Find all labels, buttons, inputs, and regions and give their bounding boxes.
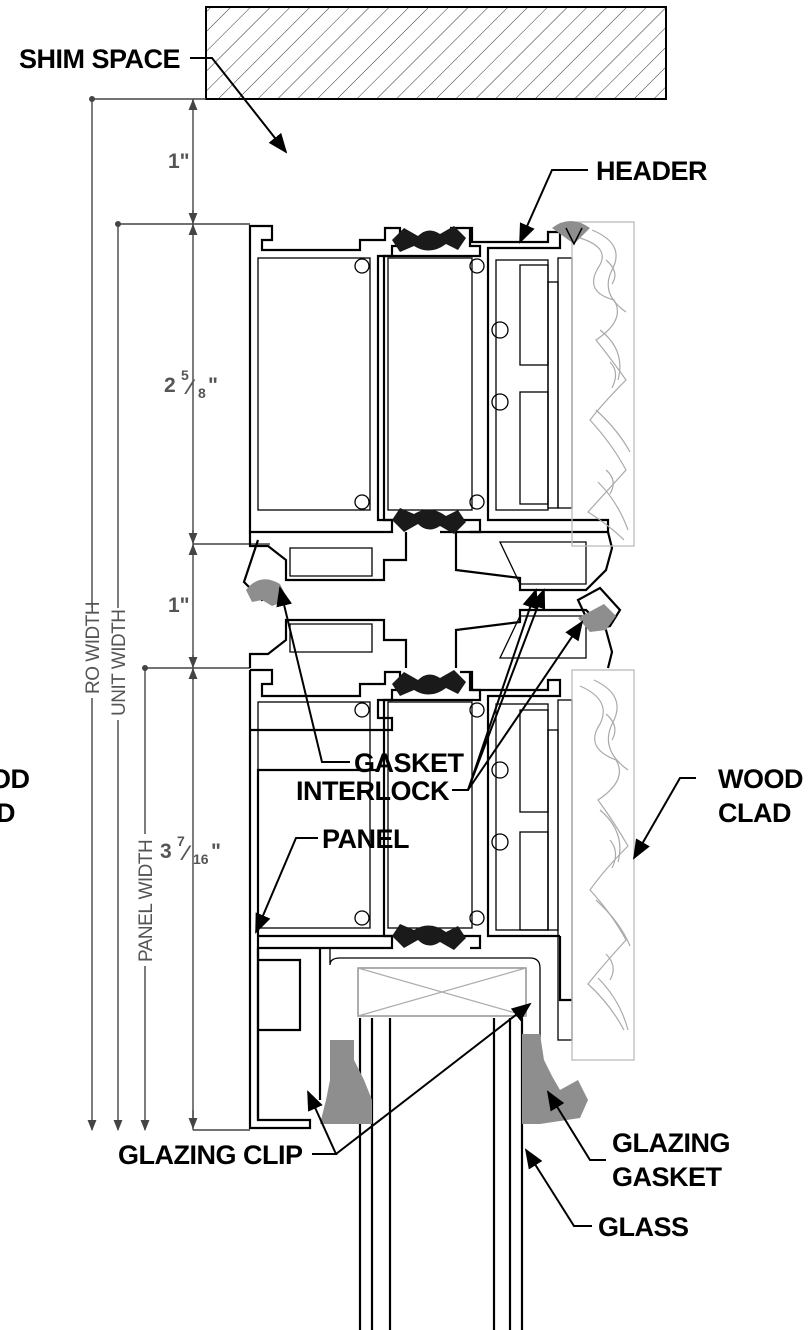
panel-dimension: 3 7 ⁄ 16 ": [160, 833, 221, 867]
gasket-label: GASKET: [354, 748, 465, 778]
unit-width-label: UNIT WIDTH: [109, 609, 130, 716]
wood-clad-label-line1: WOOD: [718, 764, 803, 794]
shim-dimension: 1": [168, 150, 190, 173]
interlock-dimension: 1": [168, 594, 190, 617]
glazing-gasket-label-line2: GASKET: [612, 1162, 723, 1192]
panel-width-label: PANEL WIDTH: [136, 840, 157, 962]
svg-text:": ": [208, 374, 218, 397]
glazing-clip-label: GLAZING CLIP: [118, 1140, 303, 1170]
rough-opening-block: [205, 6, 667, 100]
ro-width-label: RO WIDTH: [83, 602, 104, 694]
panel-label: PANEL: [322, 824, 409, 854]
black-gaskets: [392, 226, 466, 950]
svg-text:5: 5: [181, 367, 189, 383]
svg-text:16: 16: [193, 851, 209, 867]
svg-text:3: 3: [160, 840, 172, 863]
svg-text:2: 2: [164, 374, 176, 397]
interlock-profiles: [242, 531, 622, 669]
svg-text:7: 7: [177, 833, 185, 849]
cropped-label-line2: D: [0, 798, 15, 828]
interlock-label: INTERLOCK: [296, 776, 450, 806]
glass-label: GLASS: [598, 1212, 689, 1242]
cropped-label-line1: OD: [0, 764, 30, 794]
header-dimension: 2 5 ⁄ 8 ": [164, 367, 218, 401]
callout-leaders: [190, 57, 696, 1227]
wood-clad: [552, 221, 635, 1061]
glazing-gasket-label-line1: GLAZING: [612, 1128, 730, 1158]
glass-panes: [358, 1018, 524, 1330]
svg-text:8: 8: [198, 385, 206, 401]
glazing-gaskets: [320, 1034, 588, 1124]
header-frame-profile: [248, 224, 610, 534]
shim-space-label: SHIM SPACE: [19, 44, 180, 74]
header-label: HEADER: [596, 156, 707, 186]
svg-text:": ": [211, 840, 221, 863]
wood-clad-label-line2: CLAD: [718, 798, 791, 828]
setting-block: [357, 967, 527, 1017]
